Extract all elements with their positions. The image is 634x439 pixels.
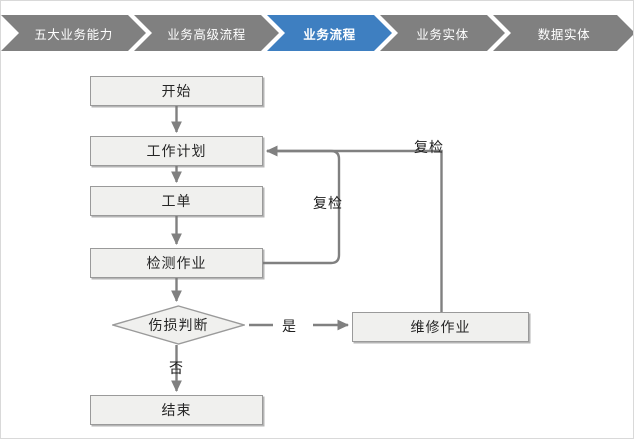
node-inspection-label: 检测作业 (146, 256, 207, 272)
edge-label-yes: 是 (282, 319, 297, 335)
node-end-label: 结束 (161, 403, 192, 419)
node-work-plan[interactable]: 工作计划 (90, 136, 263, 166)
node-start[interactable]: 开始 (90, 76, 263, 106)
node-inspection[interactable]: 检测作业 (90, 248, 263, 278)
node-end[interactable]: 结束 (90, 395, 263, 425)
diamond-shape (112, 305, 245, 345)
node-work-plan-label: 工作计划 (146, 144, 207, 160)
node-repair[interactable]: 维修作业 (352, 312, 529, 342)
node-damage-decision-label: 伤损判断 (148, 318, 209, 334)
node-work-order[interactable]: 工单 (90, 186, 263, 216)
node-repair-label: 维修作业 (410, 320, 471, 336)
node-damage-decision[interactable]: 伤损判断 (112, 305, 245, 345)
edge-repair-recheck-to-workplan (266, 145, 443, 312)
node-start-label: 开始 (161, 84, 192, 100)
edge-label-no: 否 (169, 361, 184, 377)
node-work-order-label: 工单 (161, 194, 192, 210)
edge-label-recheck-inner: 复检 (313, 196, 343, 212)
edge-label-recheck-outer: 复检 (414, 140, 444, 156)
